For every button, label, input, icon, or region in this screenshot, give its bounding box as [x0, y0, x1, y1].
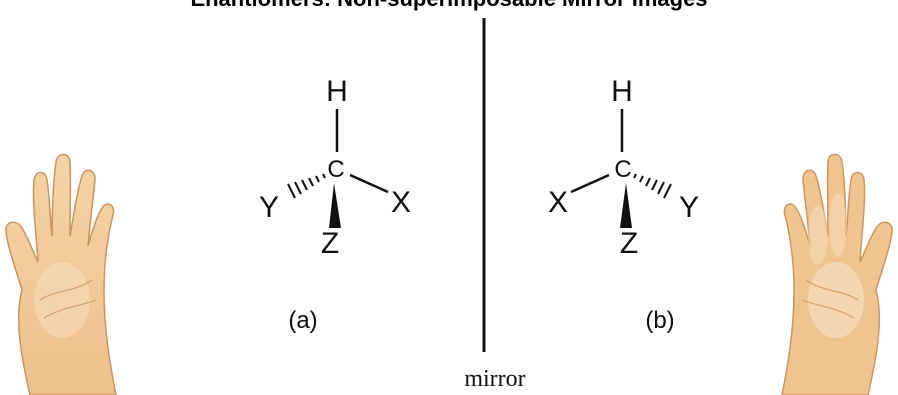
- molecule-b-hashed-bond: [633, 173, 672, 199]
- mirror-label: mirror: [464, 366, 525, 392]
- molecule-b-center-atom: C: [614, 156, 631, 183]
- molecule-b-top-atom: H: [611, 75, 633, 108]
- molecule-a-left-atom: Y: [259, 191, 279, 224]
- molecule-a-bottom-atom: Z: [321, 227, 339, 260]
- molecule-b-label: (b): [645, 307, 674, 334]
- molecule-a-label: (a): [288, 307, 317, 334]
- molecule-b-right-atom: Y: [679, 191, 699, 224]
- molecule-a-center-atom: C: [327, 156, 344, 183]
- molecule-b-left-atom: X: [548, 186, 568, 219]
- molecule-b-bottom-atom: Z: [620, 227, 638, 260]
- molecule-a: H C Y X Z (a): [259, 75, 411, 334]
- molecule-a-top-atom: H: [326, 75, 348, 108]
- molecule-b-left-bond: [570, 173, 610, 194]
- molecule-b-wedge-bond: [620, 183, 632, 228]
- molecule-a-wedge-bond: [329, 183, 341, 228]
- molecule-a-hashed-bond: [287, 173, 326, 199]
- diagram-title: Enantiomers: Non-superimposable Mirror I…: [0, 0, 898, 12]
- molecule-a-right-bond: [349, 173, 389, 194]
- molecule-b: H C X Y Z (b): [548, 75, 699, 334]
- left-hand-icon: [5, 153, 117, 395]
- molecule-a-right-atom: X: [391, 186, 411, 219]
- right-hand-icon: [781, 153, 893, 395]
